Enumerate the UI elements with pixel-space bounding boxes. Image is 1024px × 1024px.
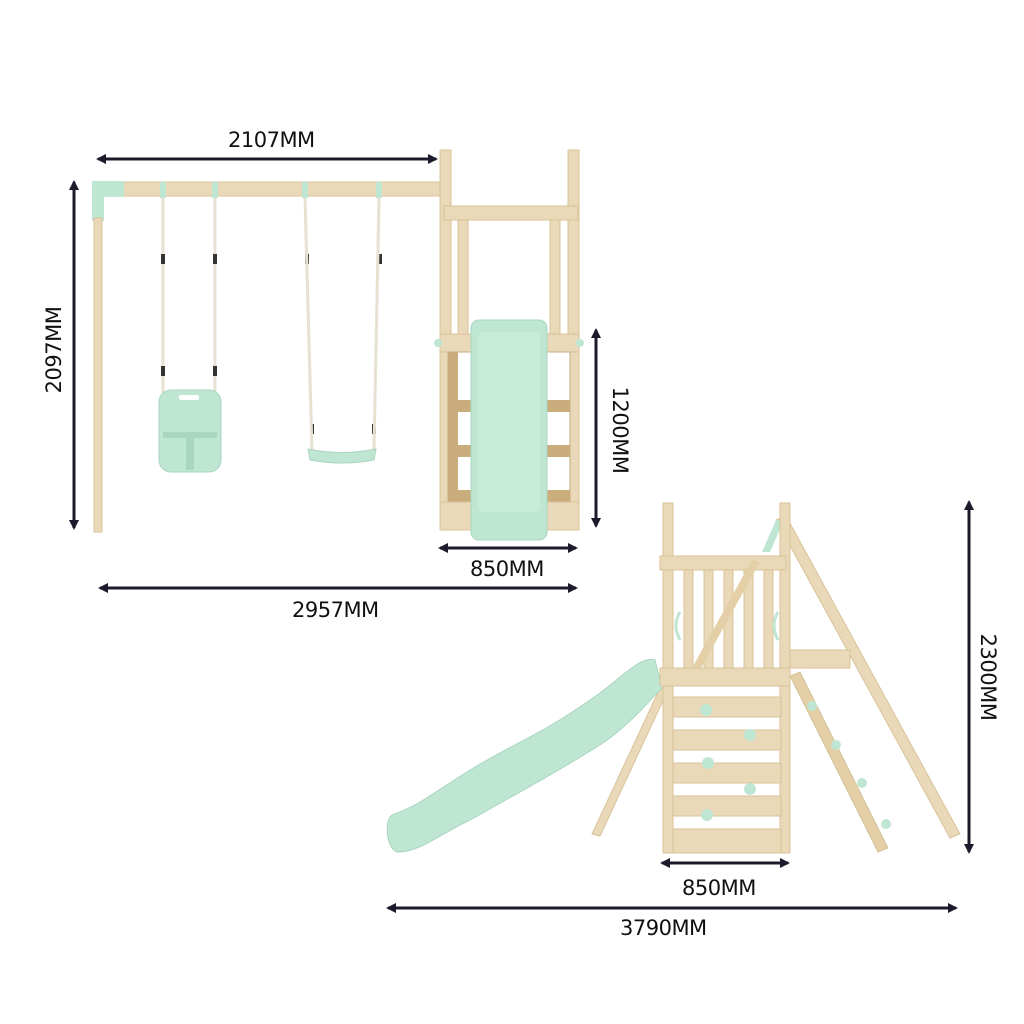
dim-label-side-total-length: 3790MM [620, 916, 707, 940]
side-view [386, 502, 961, 854]
swing-leg [93, 217, 103, 533]
railing-slats [683, 569, 774, 671]
handles [674, 611, 780, 641]
dim-label-front-total-width: 2957MM [292, 598, 379, 622]
toddler-seat-swing [158, 389, 222, 473]
dim-label-swing-height: 2097MM [42, 306, 66, 394]
dim-label-swing-beam-width: 2107MM [228, 128, 315, 152]
toddler-swing-ropes [161, 198, 217, 400]
ladder [789, 671, 889, 853]
ladder-holds [807, 701, 891, 829]
railing-brace [692, 560, 760, 670]
swing-hangers [160, 182, 382, 198]
climbing-wall [672, 696, 782, 854]
dim-label-side-total-height: 2300MM [976, 633, 1000, 721]
a-frame-bracket [762, 520, 784, 552]
a-frame-leg [775, 515, 961, 839]
dim-label-platform-height: 1200MM [608, 386, 632, 474]
straight-slide [470, 319, 548, 541]
corner-bracket-leg [92, 181, 104, 221]
dim-label-side-tower-width: 850MM [682, 876, 756, 900]
dim-label-front-tower-width: 850MM [470, 557, 544, 581]
swing-beam [95, 181, 445, 197]
wavy-slide [386, 658, 663, 853]
front-view [92, 149, 584, 541]
climbing-holds [700, 704, 756, 821]
railing-top [659, 555, 787, 571]
dimension-lines [69, 154, 974, 913]
belt-swing-seat [307, 448, 377, 464]
belt-swing-ropes [303, 197, 381, 451]
platform [659, 667, 791, 687]
